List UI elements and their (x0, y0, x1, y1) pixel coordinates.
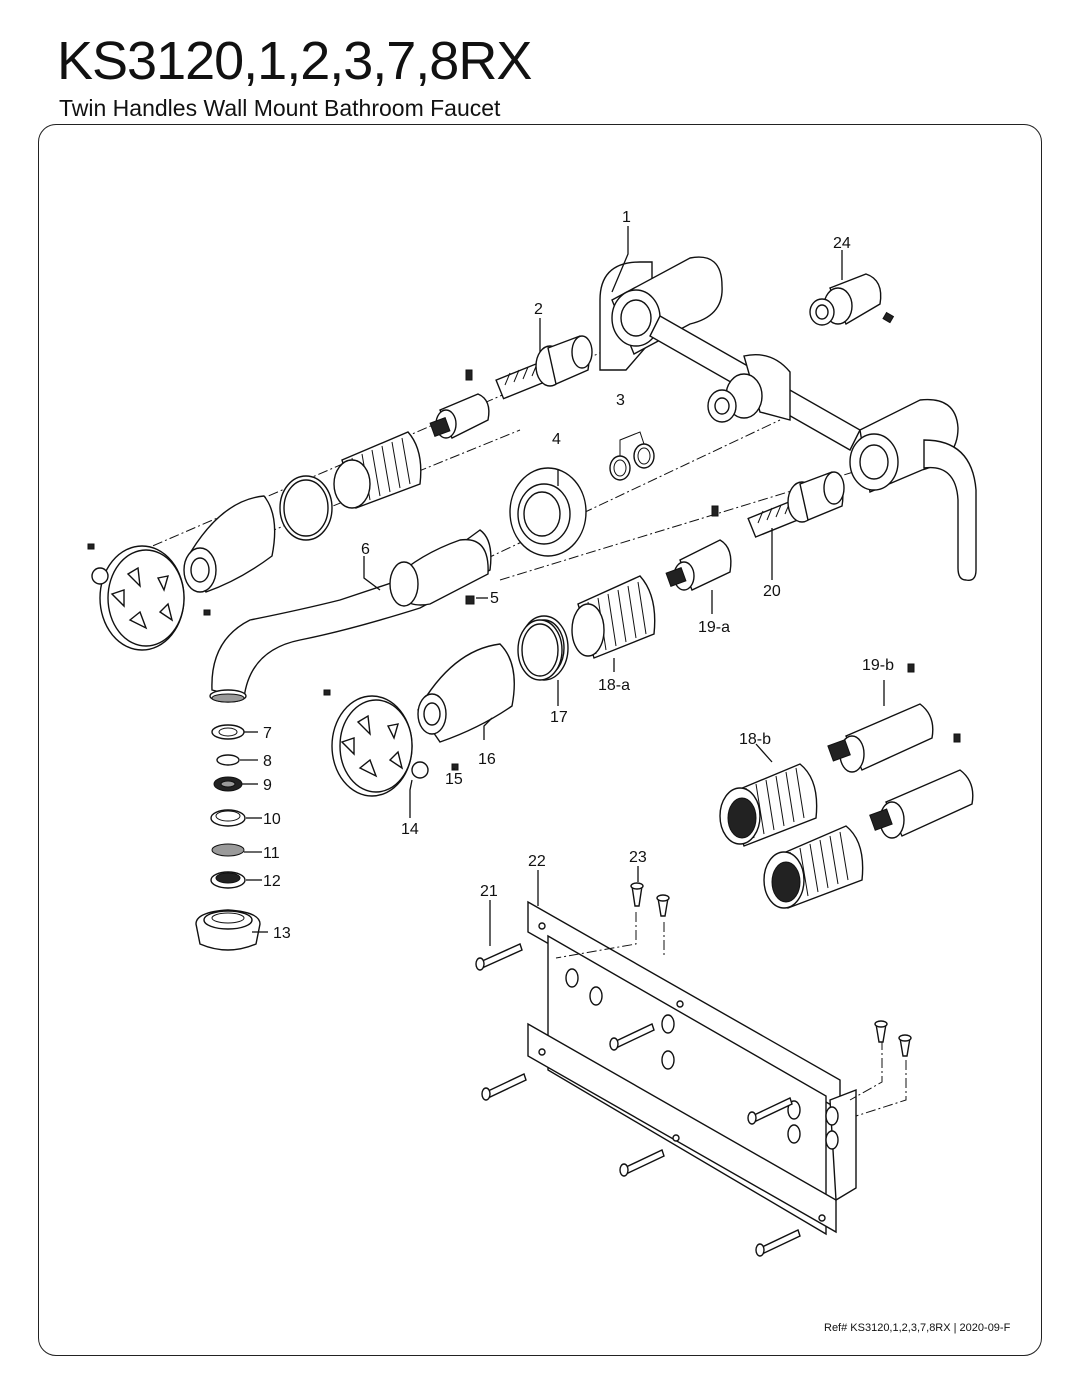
callout-19a: 19-a (698, 619, 730, 636)
left-extension-sleeve (279, 369, 490, 541)
part-24-adapter (809, 273, 895, 326)
callout-1: 1 (622, 209, 631, 226)
callout-23: 23 (629, 849, 647, 866)
callout-19b: 19-b (862, 657, 894, 674)
callout-22: 22 (528, 853, 546, 870)
callout-12: 12 (263, 873, 281, 890)
part-17-o-ring (517, 619, 563, 681)
callout-13: 13 (273, 925, 291, 942)
callout-9: 9 (263, 777, 272, 794)
callout-14: 14 (401, 821, 419, 838)
screws-21-23 (475, 882, 912, 1257)
callout-20: 20 (763, 583, 781, 600)
callout-18b: 18-b (739, 731, 771, 748)
aerator-stack (195, 724, 261, 951)
callout-labels: 1 2 3 4 5 6 7 8 9 10 11 12 13 14 15 16 1… (263, 209, 894, 942)
callout-2: 2 (534, 301, 543, 318)
left-handle-assembly (87, 495, 276, 651)
part-2-cartridge (495, 335, 593, 400)
callout-7: 7 (263, 725, 272, 742)
reference-note: Ref# KS3120,1,2,3,7,8RX | 2020-09-F (824, 1322, 1011, 1334)
part-1-valve-body (599, 256, 977, 581)
model-title: KS3120,1,2,3,7,8RX (57, 31, 532, 91)
callout-10: 10 (263, 811, 281, 828)
part-20-cartridge (747, 471, 845, 538)
callout-18a: 18-a (598, 677, 630, 694)
callout-3: 3 (616, 392, 625, 409)
callout-17: 17 (550, 709, 568, 726)
alternate-extensions-18b-19b (719, 663, 974, 909)
part-22-mounting-bracket (527, 900, 907, 1236)
part-6-spout (209, 529, 492, 703)
callout-24: 24 (833, 235, 851, 252)
callout-4: 4 (552, 431, 561, 448)
model-subtitle: Twin Handles Wall Mount Bathroom Faucet (59, 95, 501, 121)
part-3-o-rings (609, 431, 655, 481)
callout-8: 8 (263, 753, 272, 770)
callout-15: 15 (445, 771, 463, 788)
leader-lines (240, 226, 885, 946)
part-4-flange (509, 467, 587, 557)
callout-5: 5 (490, 590, 499, 607)
callout-6: 6 (361, 541, 370, 558)
callout-11: 11 (263, 845, 280, 862)
callout-16: 16 (478, 751, 496, 768)
callout-21: 21 (480, 883, 498, 900)
diagram-frame (38, 124, 1042, 1356)
